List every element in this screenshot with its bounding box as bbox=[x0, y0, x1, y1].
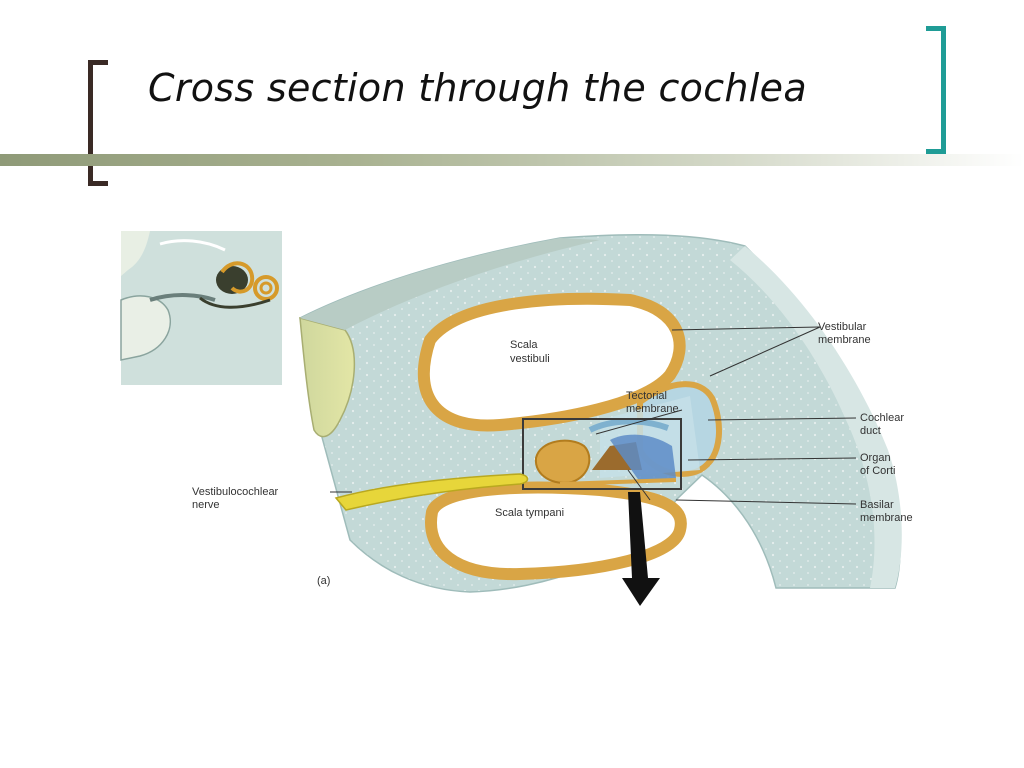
title-rule bbox=[0, 154, 1024, 166]
vestibular-membrane-label: Vestibular membrane bbox=[818, 321, 871, 346]
vestibulocochlear-nerve-label: Vestibulocochlear nerve bbox=[192, 486, 281, 511]
scala-vestibuli-label-line2: vestibuli bbox=[510, 353, 550, 365]
vestibular-membrane-label-line1: Vestibular bbox=[818, 321, 867, 333]
cochlear-duct-label: Cochlear duct bbox=[860, 412, 907, 437]
slide-title: Cross section through the cochlea bbox=[148, 66, 807, 110]
organ-of-corti-label-line2: of Corti bbox=[860, 465, 895, 477]
scala-vestibuli-label: Scala vestibuli bbox=[510, 339, 550, 365]
vestibulocochlear-nerve-label-line2: nerve bbox=[192, 499, 220, 511]
panel-label: (a) bbox=[317, 575, 330, 587]
tectorial-membrane-label-line1: Tectorial bbox=[626, 390, 667, 402]
vestibular-membrane-label-line2: membrane bbox=[818, 334, 871, 346]
basilar-membrane-label-line2: membrane bbox=[860, 512, 913, 524]
ear-inset-illustration bbox=[120, 231, 282, 385]
tectorial-membrane-label: Tectorial membrane bbox=[626, 390, 679, 415]
cochlea-section bbox=[299, 233, 902, 606]
label-leader-lines bbox=[330, 326, 857, 505]
right-bracket-decoration bbox=[926, 26, 946, 154]
basilar-membrane-label: Basilar membrane bbox=[860, 499, 913, 524]
scala-vestibuli-label-line1: Scala bbox=[510, 339, 538, 351]
cochlear-duct-label-line1: Cochlear bbox=[860, 412, 904, 424]
cochlear-duct-label-line2: duct bbox=[860, 425, 881, 437]
vestibulocochlear-nerve-label-line1: Vestibulocochlear bbox=[192, 486, 279, 498]
organ-of-corti-label-line1: Organ bbox=[860, 452, 891, 464]
basilar-membrane-label-line1: Basilar bbox=[860, 499, 894, 511]
tectorial-membrane-label-line2: membrane bbox=[626, 403, 679, 415]
left-bracket-decoration bbox=[88, 60, 108, 186]
scala-tympani-label: Scala tympani bbox=[495, 507, 564, 519]
organ-of-corti-label: Organ of Corti bbox=[860, 452, 895, 477]
